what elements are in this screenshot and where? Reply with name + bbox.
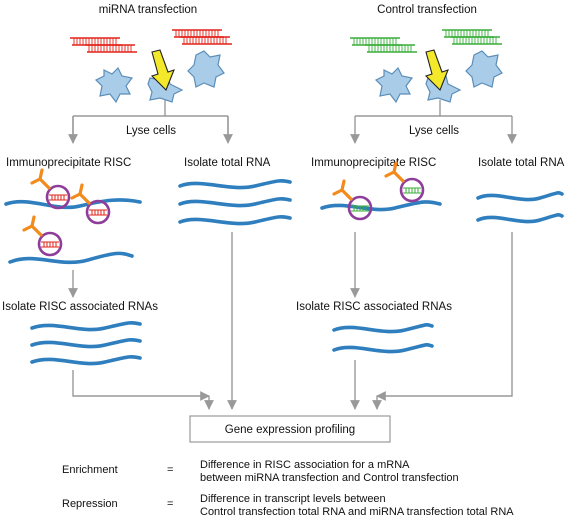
profiling-box <box>189 415 391 443</box>
immunoprecipitate-right: Immunoprecipitate RISC <box>311 157 436 169</box>
repression-definition: Difference in transcript levels between … <box>200 493 514 519</box>
isolate-total-left: Isolate total RNA <box>184 157 271 169</box>
definitions-legend: Enrichment = Difference in RISC associat… <box>0 455 567 522</box>
ip-rnas-right <box>320 161 442 221</box>
equals-sign: = <box>167 498 174 510</box>
assoc-rnas-left <box>30 321 142 366</box>
merge-connectors <box>72 232 513 410</box>
isolate-assoc-left: Isolate RISC associated RNAs <box>2 301 158 313</box>
transfection-arrow-left <box>150 49 175 91</box>
immunoprecipitate-left: Immunoprecipitate RISC <box>6 157 131 169</box>
control-duplexes <box>349 29 503 53</box>
assoc-rnas-right <box>332 323 434 354</box>
term-enrichment: Enrichment <box>62 464 118 476</box>
isolate-assoc-right: Isolate RISC associated RNAs <box>296 301 452 313</box>
equals-sign: = <box>167 464 174 476</box>
enrichment-line1: Difference in RISC association for a mRN… <box>200 459 410 471</box>
enrichment-definition: Difference in RISC association for a mRN… <box>200 459 459 485</box>
repression-line2: Control transfection total RNA and miRNA… <box>200 506 514 518</box>
enrichment-line2: between miRNA transfection and Control t… <box>200 472 459 484</box>
total-rnas-left <box>178 179 292 226</box>
ip-rnas-left <box>4 168 142 265</box>
profiling-label: Gene expression profiling <box>225 424 355 436</box>
total-rnas-right <box>476 191 564 224</box>
lyse-cells-right: Lyse cells <box>409 125 459 137</box>
term-repression: Repression <box>62 498 118 510</box>
mirna-duplexes <box>69 29 233 53</box>
control-transfection-title: Control transfection <box>377 4 477 16</box>
lyse-cells-left: Lyse cells <box>126 125 176 137</box>
cells-left <box>94 50 225 104</box>
connectors-left <box>68 100 233 144</box>
isolate-total-right: Isolate total RNA <box>478 157 565 169</box>
mirna-transfection-title: miRNA transfection <box>99 4 197 16</box>
connectors-right <box>350 100 517 144</box>
repression-line1: Difference in transcript levels between <box>200 493 386 505</box>
transfection-arrow-right <box>424 49 449 91</box>
